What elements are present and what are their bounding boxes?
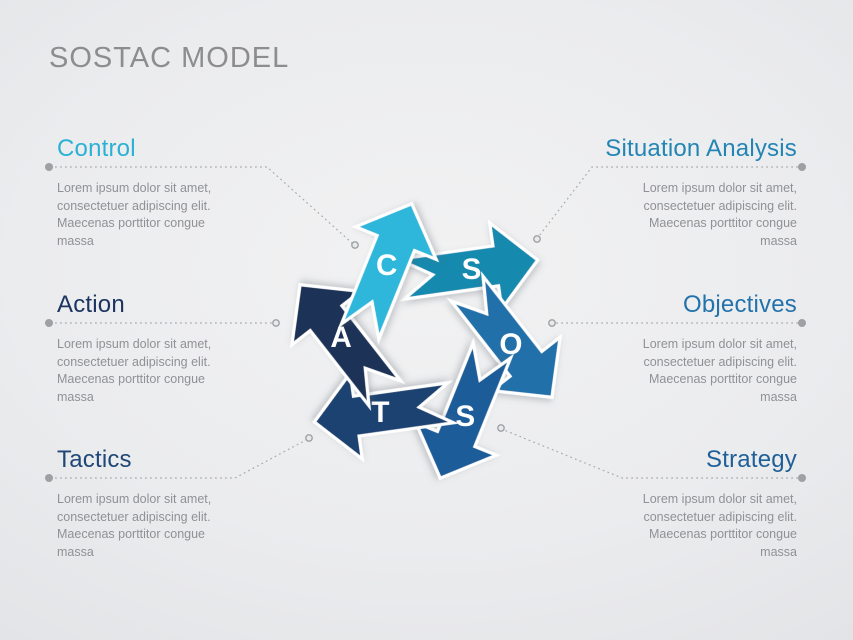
connector-situation-inner-dot bbox=[533, 235, 541, 243]
section-body-control: Lorem ipsum dolor sit amet, consectetuer… bbox=[57, 180, 229, 250]
connector-strategy-outer-dot bbox=[798, 474, 806, 482]
arrow-1-letter: O bbox=[499, 328, 522, 361]
arrow-5-C: C bbox=[337, 201, 440, 345]
connector-control-outer-dot bbox=[45, 163, 53, 171]
connector-control-line bbox=[55, 166, 353, 244]
connector-control-inner-dot bbox=[351, 241, 359, 249]
connector-objectives-inner-dot bbox=[548, 319, 556, 327]
arrow-4-letter: A bbox=[330, 321, 351, 354]
action-body-text: Lorem ipsum dolor sit amet, consectetuer… bbox=[57, 337, 212, 404]
action-heading: Action bbox=[57, 291, 125, 318]
connector-situation-line bbox=[538, 166, 798, 237]
section-body-strategy: Lorem ipsum dolor sit amet, consectetuer… bbox=[625, 491, 797, 561]
connector-tactics-inner-dot bbox=[305, 434, 313, 442]
strategy-body-text: Lorem ipsum dolor sit amet, consectetuer… bbox=[642, 492, 797, 559]
tactics-body-text: Lorem ipsum dolor sit amet, consectetuer… bbox=[57, 492, 212, 559]
connector-objectives-outer-dot bbox=[798, 319, 806, 327]
objectives-heading: Objectives bbox=[682, 291, 797, 318]
section-heading-action: Action bbox=[57, 291, 125, 319]
arrow-0-letter: S bbox=[462, 253, 482, 286]
section-body-tactics: Lorem ipsum dolor sit amet, consectetuer… bbox=[57, 491, 229, 561]
arrow-2-letter: S bbox=[455, 400, 475, 433]
connector-action-outer-dot bbox=[45, 319, 53, 327]
section-body-action: Lorem ipsum dolor sit amet, consectetuer… bbox=[57, 336, 229, 406]
situation-analysis-body-text: Lorem ipsum dolor sit amet, consectetuer… bbox=[642, 181, 797, 248]
arrow-3-letter: T bbox=[371, 396, 389, 429]
connector-action-inner-dot bbox=[272, 319, 280, 327]
section-heading-situation-analysis: Situation Analysis bbox=[605, 135, 797, 163]
slide-title: SOSTAC MODEL bbox=[49, 42, 290, 74]
section-body-objectives: Lorem ipsum dolor sit amet, consectetuer… bbox=[625, 336, 797, 406]
control-body-text: Lorem ipsum dolor sit amet, consectetuer… bbox=[57, 181, 212, 248]
objectives-body-text: Lorem ipsum dolor sit amet, consectetuer… bbox=[642, 337, 797, 404]
section-heading-control: Control bbox=[57, 135, 136, 163]
connector-tactics-outer-dot bbox=[45, 474, 53, 482]
connector-tactics-line bbox=[55, 439, 307, 479]
strategy-heading: Strategy bbox=[706, 446, 797, 473]
arrow-5-shape bbox=[337, 201, 440, 345]
control-heading: Control bbox=[57, 135, 136, 162]
connector-strategy-inner-dot bbox=[497, 424, 505, 432]
connector-situation-outer-dot bbox=[798, 163, 806, 171]
connector-strategy-line bbox=[503, 429, 798, 479]
section-heading-strategy: Strategy bbox=[706, 446, 797, 474]
tactics-heading: Tactics bbox=[57, 446, 132, 473]
section-heading-objectives: Objectives bbox=[683, 291, 797, 319]
arrow-5-letter: C bbox=[376, 249, 397, 282]
arrow-ring: S O S T A C bbox=[289, 201, 563, 481]
section-heading-tactics: Tactics bbox=[57, 446, 132, 474]
situation-analysis-heading: Situation Analysis bbox=[605, 135, 797, 162]
section-body-situation-analysis: Lorem ipsum dolor sit amet, consectetuer… bbox=[625, 180, 797, 250]
